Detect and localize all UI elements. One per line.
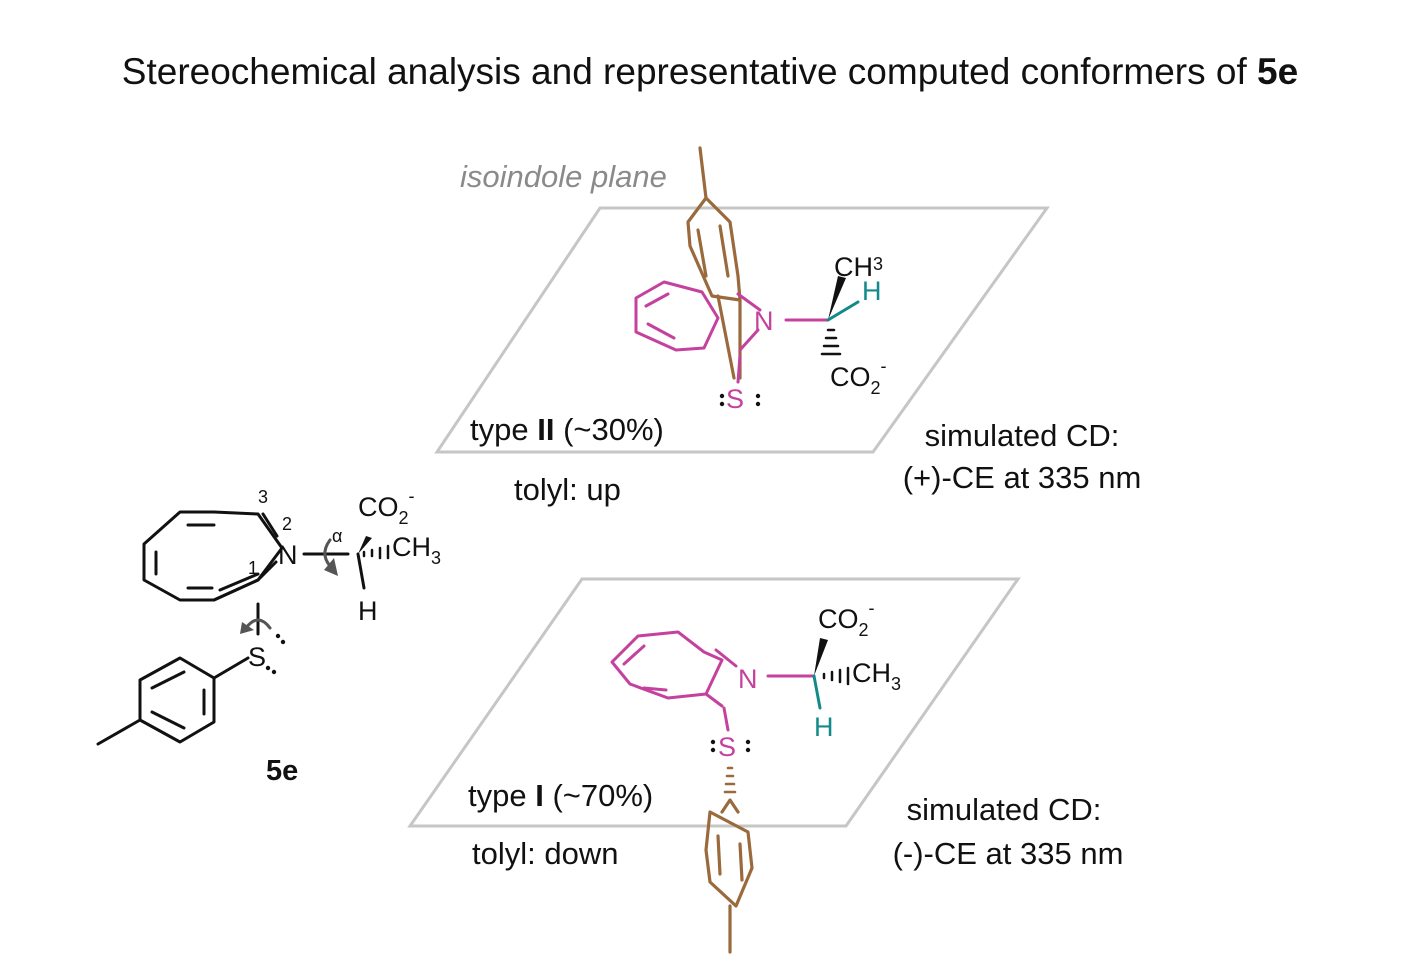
atom-N-bottom: N xyxy=(738,664,758,694)
isoindole-top xyxy=(634,280,720,352)
atom-S-bottom: S xyxy=(718,732,736,762)
atom-H-5e: H xyxy=(358,596,378,626)
rotation-arrow-S xyxy=(244,618,272,630)
molecule-5e: N S H CO2- CH3 3 2 1 α 5e xyxy=(96,486,441,787)
conformer-type-II: N S H CH3 CO2- type II (~30%) tolyl: up … xyxy=(470,146,1142,507)
compound-label: 5e xyxy=(266,755,298,787)
position-3: 3 xyxy=(258,487,268,507)
cd-line2-II: (+)-CE at 335 nm xyxy=(903,460,1142,495)
atom-S-5e: S xyxy=(248,642,266,672)
type-label-I: type I (~70%) xyxy=(468,778,653,813)
atom-H-bottom: H xyxy=(814,712,834,742)
cd-line2-I: (-)-CE at 335 nm xyxy=(893,836,1124,871)
cd-line1-II: simulated CD: xyxy=(925,418,1120,453)
carboxylate-top: CO2- xyxy=(830,356,887,398)
isoindole-plane-type-II xyxy=(434,206,1050,454)
atom-N-top: N xyxy=(754,306,774,336)
position-2: 2 xyxy=(282,514,292,534)
atom-S-top: S xyxy=(726,384,744,414)
type-label-II: type II (~30%) xyxy=(470,412,664,447)
tolyl-ring-up xyxy=(686,196,742,302)
alpha-label: α xyxy=(332,526,342,546)
conformer-type-I: N S H CO2- CH3 type I (~70%) tolyl: down… xyxy=(468,598,1124,954)
tolyl-orientation-II: tolyl: up xyxy=(514,472,621,507)
isoindole-plane-type-I xyxy=(407,577,1021,828)
methyl-top: CH3 xyxy=(834,252,883,282)
benzo-ring xyxy=(142,510,284,602)
atom-N-5e: N xyxy=(278,540,298,570)
methyl-5e: CH3 xyxy=(392,532,441,568)
isoindole-bottom xyxy=(610,630,724,700)
carboxylate-5e: CO2- xyxy=(358,486,415,528)
tolyl-ring-down xyxy=(704,810,754,908)
lone-pairs-5e xyxy=(265,633,286,675)
atom-H-top: H xyxy=(862,276,882,306)
carboxylate-bottom: CO2- xyxy=(818,598,875,640)
position-1: 1 xyxy=(248,558,258,578)
methyl-bottom: CH3 xyxy=(852,658,901,694)
figure-title: Stereochemical analysis and representati… xyxy=(122,51,1298,92)
cd-line1-I: simulated CD: xyxy=(907,792,1102,827)
tolyl-orientation-I: tolyl: down xyxy=(472,836,618,871)
plane-label: isoindole plane xyxy=(460,159,667,194)
